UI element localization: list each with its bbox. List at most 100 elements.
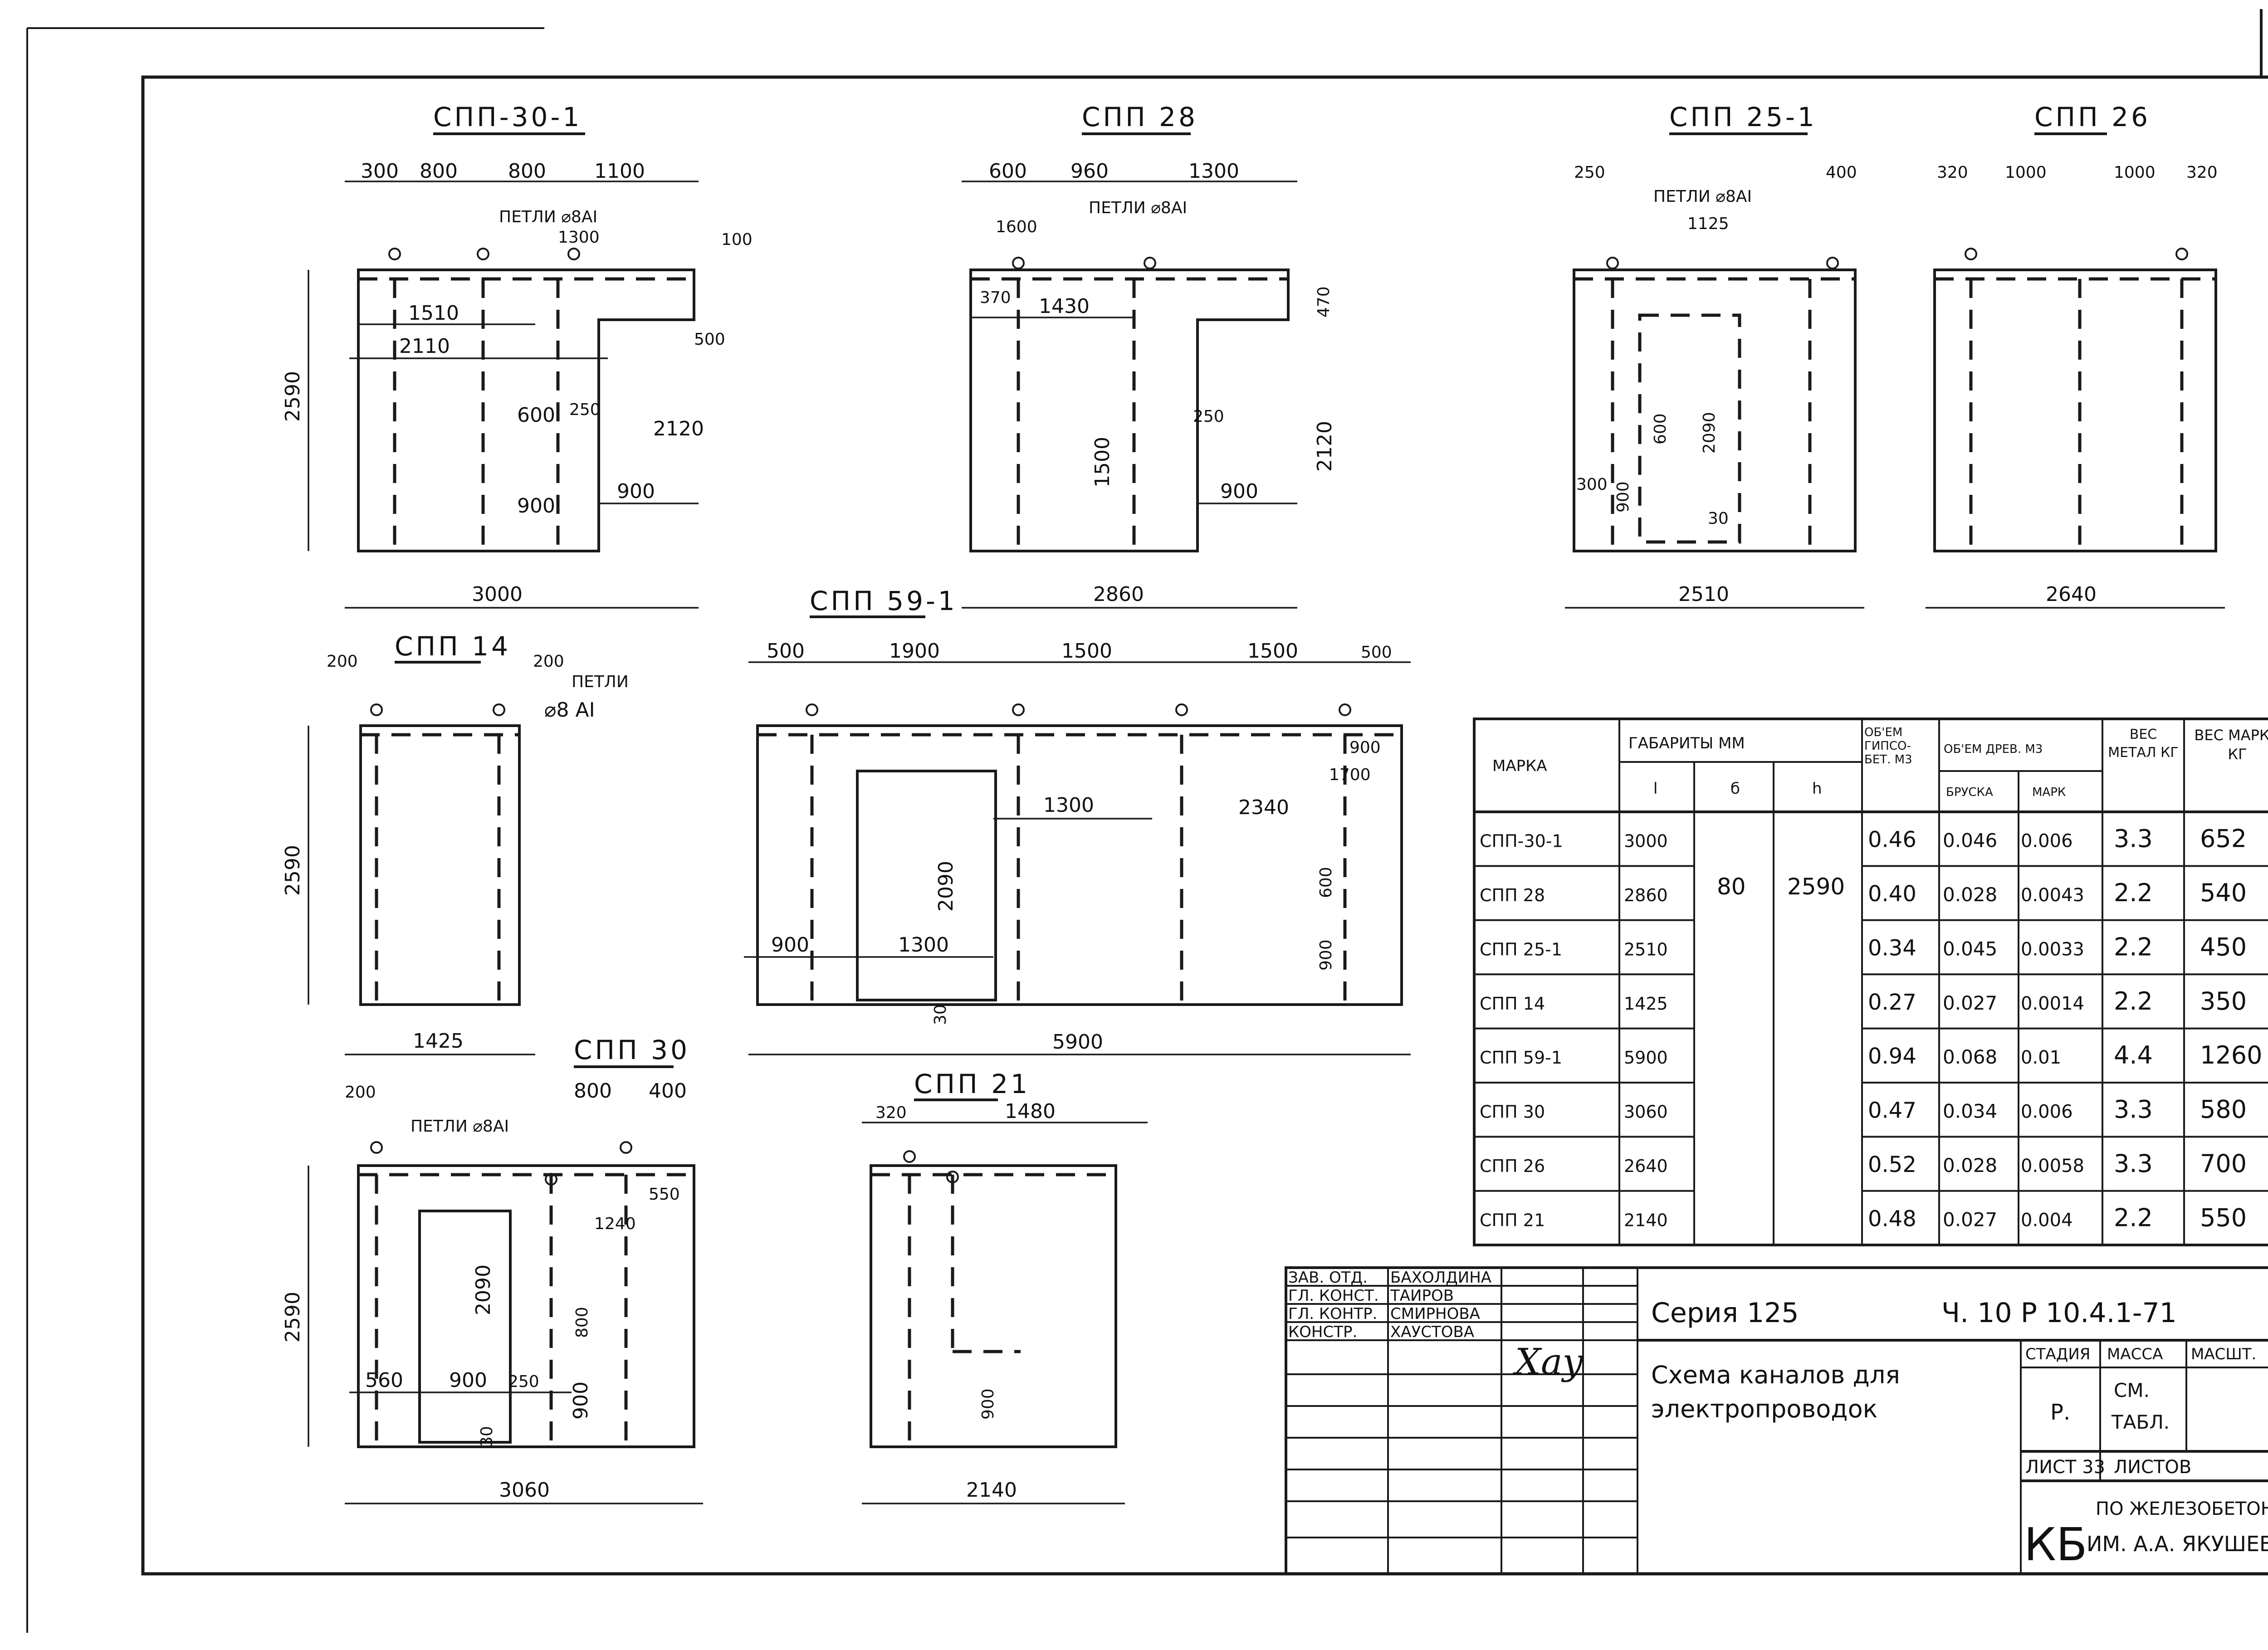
loop-marker — [1144, 257, 1156, 269]
dim-2120: 2120 — [653, 417, 704, 440]
dim-200: 200 — [327, 652, 358, 671]
org-line-1: ПО ЖЕЛЕЗОБЕТОНУ — [2096, 1499, 2268, 1519]
cell-weight-mark: 1260 — [2200, 1041, 2262, 1069]
header-l: l — [1653, 780, 1657, 798]
loop-note: ПЕТЛИ ⌀8АI — [499, 208, 597, 226]
cell-weight-metal: 2.2 — [2114, 1203, 2153, 1232]
dim-2590: 2590 — [281, 845, 304, 896]
title-spp26: СПП 26 — [2034, 102, 2151, 132]
dim-2090: 2090 — [1700, 412, 1719, 454]
dim-2090: 2090 — [934, 861, 958, 912]
header-weight-metal-box: ВЕС МЕТАЛ КГ — [2108, 727, 2178, 761]
dim-300: 300 — [1576, 475, 1608, 494]
stage-label: СТАДИЯ — [2025, 1345, 2090, 1363]
dim-1100: 1100 — [594, 160, 645, 183]
summary-table: МАРКА ГАБАРИТЫ ММ l б h ОБ'ЕМ ГИПСО-БЕТ.… — [1473, 718, 2268, 1246]
loop-note: ПЕТЛИ ⌀8АI — [1089, 199, 1187, 217]
dim-30: 30 — [1708, 509, 1729, 528]
dim-250: 250 — [569, 400, 601, 419]
cell-length: 1425 — [1624, 994, 1668, 1014]
loop-marker — [370, 703, 383, 716]
header-h: h — [1812, 780, 1822, 798]
dim-500: 500 — [694, 330, 725, 349]
loop-marker — [1965, 248, 1977, 260]
cell-mark: СПП 25-1 — [1480, 939, 1562, 959]
cell-weight-metal: 2.2 — [2114, 987, 2153, 1015]
dim-800: 800 — [420, 160, 458, 183]
panel-outline — [1933, 268, 2217, 552]
opening-outline — [1638, 313, 1741, 544]
dim-900: 900 — [1349, 738, 1381, 757]
dim-960: 960 — [1070, 160, 1109, 183]
title-spp21: СПП 21 — [914, 1069, 1030, 1099]
loop-marker — [477, 248, 489, 260]
header-mark: МАРКА — [1492, 757, 1547, 775]
dim-500: 500 — [1361, 643, 1392, 662]
dim-2510: 2510 — [1678, 583, 1729, 606]
cell-vol-mark: 0.01 — [2021, 1047, 2061, 1068]
dim-200: 200 — [533, 652, 564, 671]
cell-weight-metal: 4.4 — [2114, 1041, 2153, 1069]
loop-marker — [1012, 257, 1025, 269]
cell-vol-gyps: 0.47 — [1868, 1098, 1916, 1123]
mass-label: МАССА — [2107, 1345, 2163, 1363]
title-spp14: СПП 14 — [395, 631, 511, 662]
dim-800: 800 — [573, 1307, 591, 1338]
name-1: БАХОЛДИНА — [1390, 1269, 1491, 1287]
dim-1300: 1300 — [558, 228, 600, 247]
common-h: 2590 — [1787, 874, 1845, 900]
cell-mark: СПП 59-1 — [1480, 1048, 1562, 1068]
title-spp25-1: СПП 25-1 — [1669, 102, 1817, 132]
dim-500: 500 — [767, 639, 805, 663]
dim-550: 550 — [649, 1185, 680, 1204]
loop-note: ПЕТЛИ — [572, 673, 629, 691]
cell-length: 2510 — [1624, 939, 1668, 959]
dim-250: 250 — [1193, 407, 1224, 426]
loop-marker — [370, 1141, 383, 1154]
dim-3060: 3060 — [499, 1479, 550, 1502]
header-brusok: БРУСКА — [1946, 786, 1993, 799]
panel-outline — [756, 724, 1403, 1006]
loop-marker — [620, 1141, 632, 1154]
header-vol-gyps: ОБ'ЕМ ГИПСО-БЕТ. М3 — [1864, 726, 1912, 766]
dim-1300: 1300 — [1188, 160, 1239, 183]
header-vol-gyps-box: ОБ'ЕМ ГИПСО-БЕТ. М3 — [1864, 726, 1912, 766]
cell-vol-gyps: 0.48 — [1868, 1206, 1916, 1231]
drawing-frame — [141, 75, 2268, 1576]
dim-250: 250 — [508, 1372, 539, 1391]
cell-vol-brusok: 0.028 — [1943, 884, 1997, 906]
header-weight-mark-box: ВЕС МАРКИ КГ — [2194, 727, 2268, 763]
panel-spp26: СПП 26 320 1000 1000 320 2640 — [1926, 102, 2225, 609]
cell-vol-brusok: 0.028 — [1943, 1154, 1997, 1176]
cell-length: 3060 — [1624, 1102, 1668, 1122]
cell-weight-mark: 550 — [2200, 1203, 2247, 1232]
dim-5900: 5900 — [1052, 1030, 1103, 1054]
loop-marker — [946, 1171, 959, 1183]
cell-vol-gyps: 0.46 — [1868, 827, 1916, 853]
dim-1425: 1425 — [413, 1030, 464, 1053]
loop-marker — [1606, 257, 1619, 269]
dim-1300: 1300 — [898, 933, 949, 957]
mass-value-2: ТАБЛ. — [2111, 1411, 2170, 1433]
name-2: ТАИРОВ — [1390, 1287, 1454, 1305]
org-short: КБ — [2024, 1518, 2087, 1571]
role-chief-designer: ГЛ. КОНСТ. — [1288, 1287, 1379, 1305]
dim-400: 400 — [649, 1079, 687, 1103]
cell-vol-brusok: 0.046 — [1943, 830, 1997, 852]
name-3: СМИРНОВА — [1390, 1305, 1480, 1323]
dim-3000: 3000 — [472, 583, 523, 606]
drawing-title-2: электропроводок — [1651, 1395, 1877, 1423]
cell-vol-mark: 0.0043 — [2021, 885, 2084, 906]
title-block-outline — [1285, 1266, 2268, 1575]
dim-2860: 2860 — [1093, 583, 1144, 606]
dim-1600: 1600 — [996, 218, 1037, 236]
dim-900: 900 — [1614, 481, 1633, 513]
panel-spp25-1: СПП 25-1 250 400 ПЕТЛИ ⌀8АI 1125 2090 60… — [1565, 102, 1864, 609]
dim-1480: 1480 — [1005, 1100, 1056, 1123]
dim-600: 600 — [517, 404, 555, 427]
title-spp28: СПП 28 — [1082, 102, 1198, 132]
dim-320: 320 — [2186, 163, 2218, 182]
dim-320: 320 — [1937, 163, 1968, 182]
cell-weight-mark: 450 — [2200, 932, 2247, 961]
panel-outline — [359, 724, 521, 1006]
